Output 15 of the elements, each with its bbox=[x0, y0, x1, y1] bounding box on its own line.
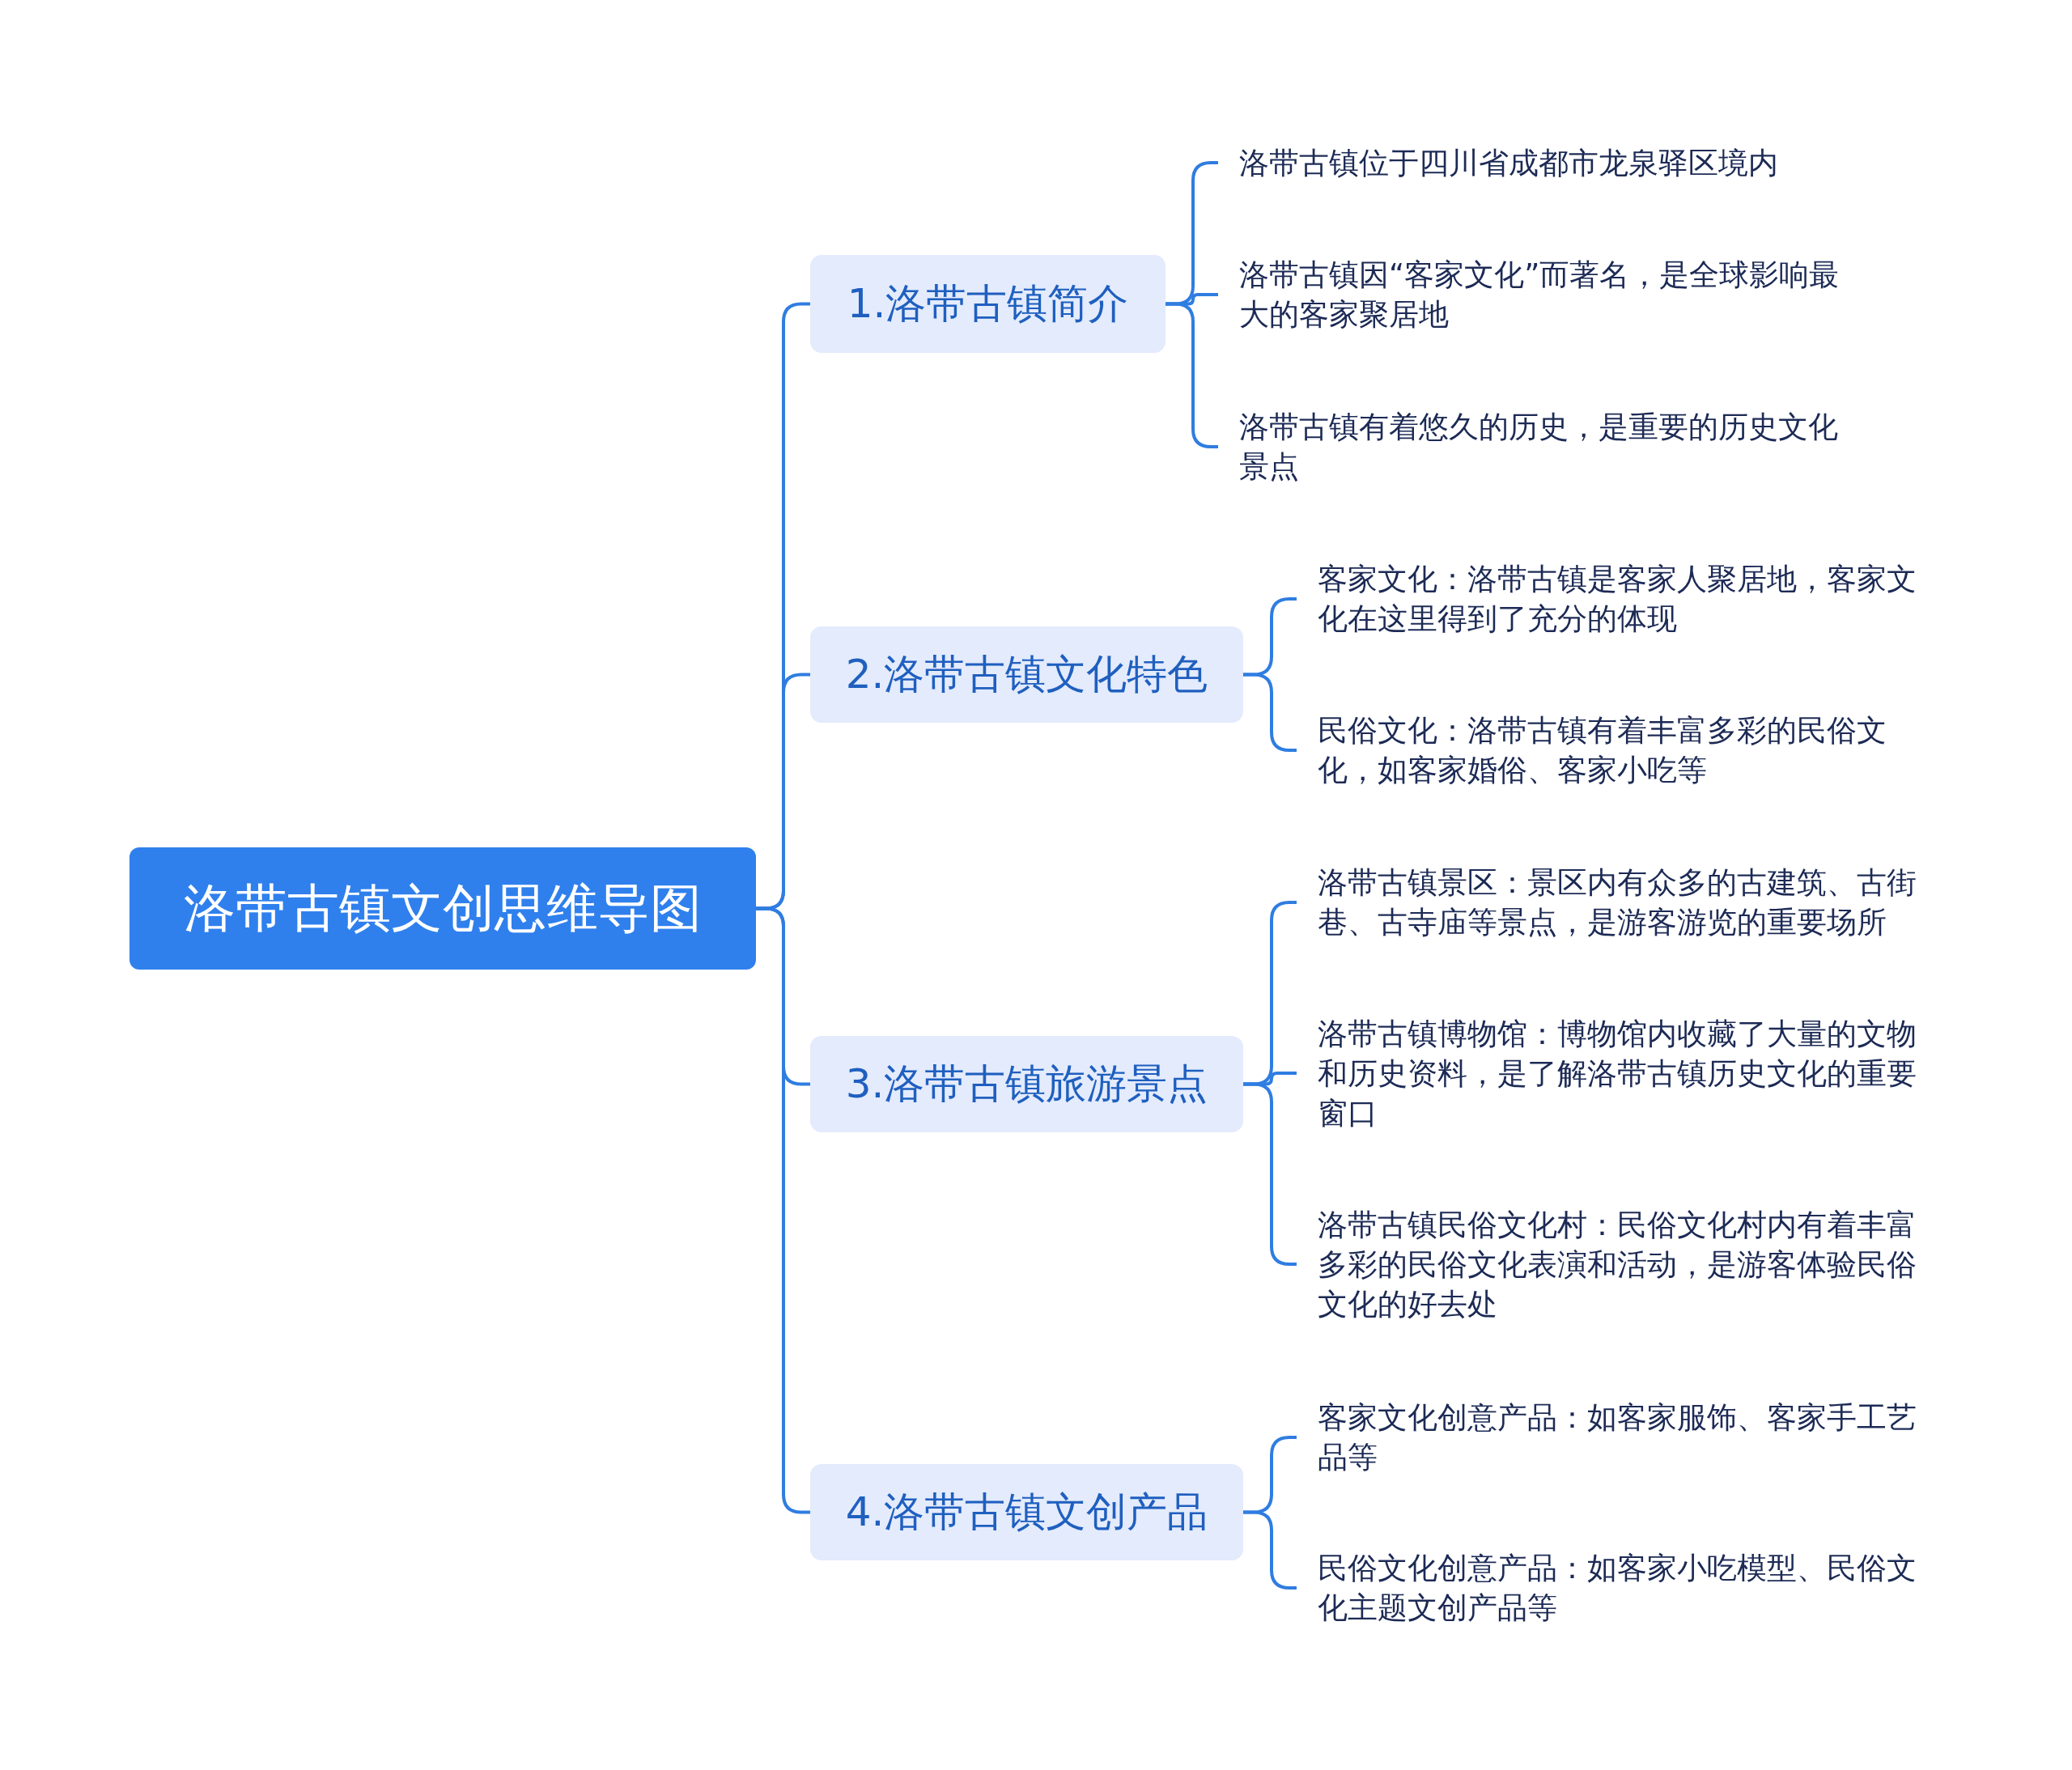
subtopic-text: 民俗文化：洛带古镇有着丰富多彩的民俗文化，如客家婚俗、客家小吃等 bbox=[1297, 711, 1944, 790]
subtopic-text: 洛带古镇有着悠久的历史，是重要的历史文化景点 bbox=[1218, 407, 1849, 486]
subtopic-text: 客家文化：洛带古镇是客家人聚居地，客家文化在这里得到了充分的体现 bbox=[1297, 559, 1944, 639]
topic-box: 4.洛带古镇文创产品 bbox=[810, 1464, 1243, 1560]
subtopic-text: 洛带古镇位于四川省成都市龙泉驿区境内 bbox=[1218, 142, 1849, 183]
root-topic-box: 洛带古镇文创思维导图 bbox=[130, 847, 756, 970]
subtopic-text: 洛带古镇民俗文化村：民俗文化村内有着丰富多彩的民俗文化表演和活动，是游客体验民俗文化的好去处 bbox=[1297, 1204, 1944, 1324]
subtopic-text: 洛带古镇博物馆：博物馆内收藏了大量的文物和历史资料，是了解洛带古镇历史文化的重要窗口 bbox=[1297, 1013, 1944, 1133]
subtopic-text: 洛带古镇因“客家文化”而著名，是全球影响最大的客家聚居地 bbox=[1218, 255, 1849, 334]
topic-box: 1.洛带古镇简介 bbox=[810, 255, 1166, 353]
subtopic-text: 客家文化创意产品：如客家服饰、客家手工艺品等 bbox=[1297, 1398, 1944, 1477]
topic-box: 2.洛带古镇文化特色 bbox=[810, 626, 1243, 723]
subtopic-text: 洛带古镇景区：景区内有众多的古建筑、古街巷、古寺庙等景点，是游客游览的重要场所 bbox=[1297, 863, 1944, 942]
subtopic-text: 民俗文化创意产品：如客家小吃模型、民俗文化主题文创产品等 bbox=[1297, 1548, 1944, 1628]
topic-box: 3.洛带古镇旅游景点 bbox=[810, 1036, 1243, 1132]
